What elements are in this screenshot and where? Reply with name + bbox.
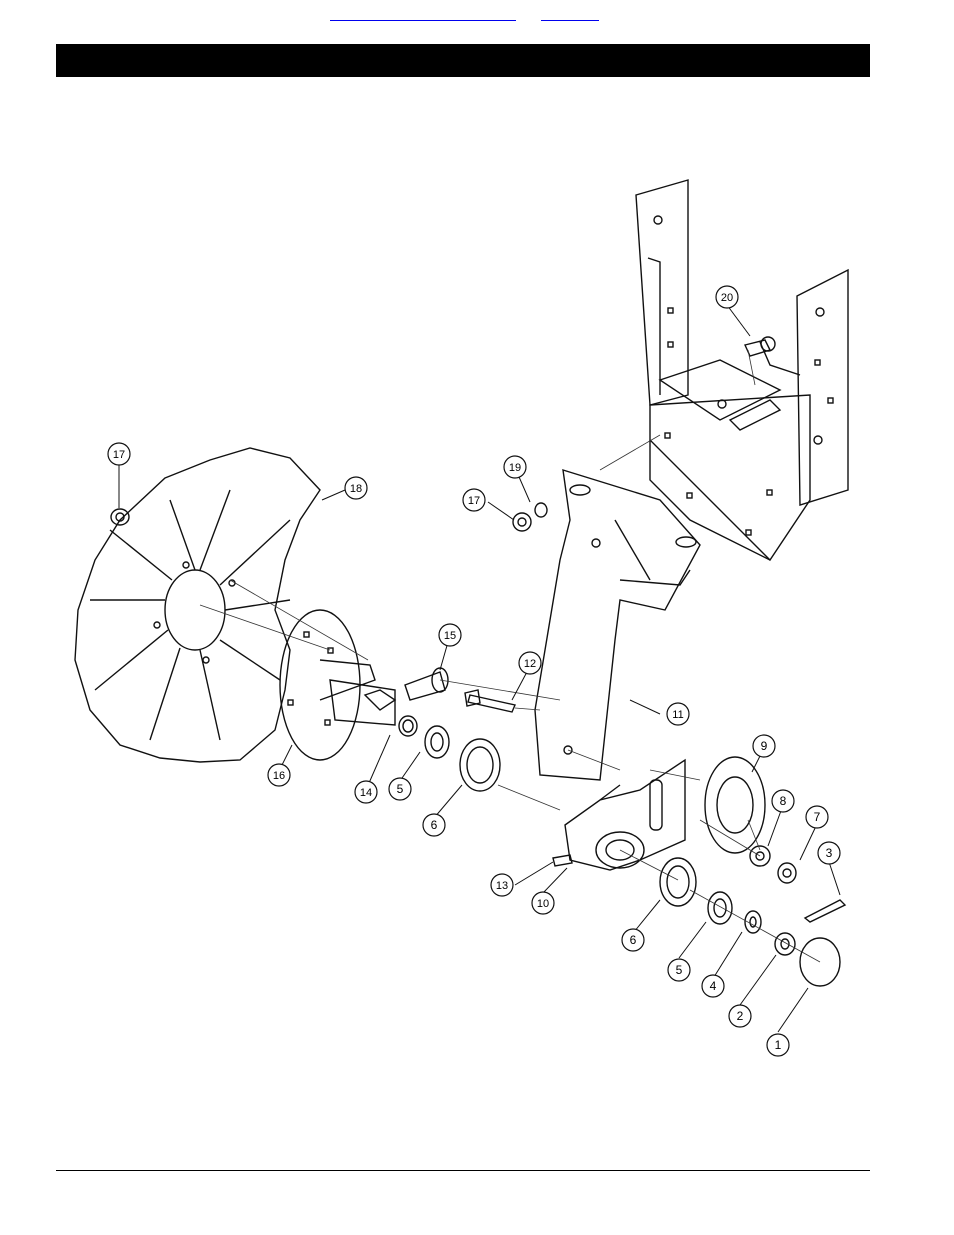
bearing-cone-upper xyxy=(425,726,449,758)
callout-2: 2 xyxy=(729,1005,751,1027)
nut-17-left xyxy=(111,509,129,525)
bolt-20 xyxy=(745,337,800,375)
bearing-cup-upper xyxy=(460,739,500,791)
callout-label: 12 xyxy=(524,658,536,670)
callout-6-upper: 6 xyxy=(423,814,445,836)
callout-15: 15 xyxy=(439,624,461,646)
callout-14: 14 xyxy=(355,781,377,803)
callout-17-left: 17 xyxy=(108,443,130,465)
callout-6-lower: 6 xyxy=(622,929,644,951)
callout-9: 9 xyxy=(753,735,775,757)
nut-7 xyxy=(778,863,796,883)
callout-13: 13 xyxy=(491,874,513,896)
callout-label: 20 xyxy=(721,292,733,304)
callout-label: 15 xyxy=(444,630,456,642)
callout-label: 6 xyxy=(431,818,438,832)
callout-8: 8 xyxy=(772,790,794,812)
callout-label: 9 xyxy=(761,739,768,753)
callouts: 1 2 3 4 5 5 6 6 7 8 9 10 11 12 13 14 15 … xyxy=(108,286,840,1056)
callout-label: 3 xyxy=(826,846,833,860)
callout-label: 17 xyxy=(468,495,480,507)
callout-label: 18 xyxy=(350,483,362,495)
seal-14 xyxy=(399,716,417,736)
arm-shank xyxy=(535,470,700,780)
bolt-12 xyxy=(465,690,515,712)
callout-5-upper: 5 xyxy=(389,778,411,800)
bearing-cup-lower xyxy=(660,858,696,906)
top-links xyxy=(0,8,954,26)
callout-3: 3 xyxy=(818,842,840,864)
callout-12: 12 xyxy=(519,652,541,674)
hub-housing xyxy=(565,760,685,870)
section-header-bar xyxy=(56,44,870,77)
callout-label: 7 xyxy=(814,810,821,824)
callout-label: 11 xyxy=(672,709,683,721)
callout-label: 19 xyxy=(509,462,521,474)
nut-17-right xyxy=(513,513,531,531)
carriage-bolt-15 xyxy=(405,668,448,700)
callout-18: 18 xyxy=(345,477,367,499)
cotter-pin xyxy=(805,900,845,922)
callout-4: 4 xyxy=(702,975,724,997)
dust-shield xyxy=(705,757,765,853)
callout-16: 16 xyxy=(268,764,290,786)
header-link-left-underline[interactable] xyxy=(330,20,516,21)
footer-rule xyxy=(56,1170,870,1171)
callout-10: 10 xyxy=(532,892,554,914)
callout-11: 11 xyxy=(667,703,689,725)
callout-label: 13 xyxy=(496,880,508,892)
castle-nut xyxy=(775,933,795,955)
callout-5-lower: 5 xyxy=(668,959,690,981)
callout-20: 20 xyxy=(716,286,738,308)
callout-19: 19 xyxy=(504,456,526,478)
bearing-cone-lower xyxy=(708,892,732,924)
callout-label: 1 xyxy=(775,1038,782,1052)
callout-label: 8 xyxy=(780,794,787,808)
callout-label: 4 xyxy=(710,979,717,993)
callout-label: 5 xyxy=(676,963,683,977)
mounting-bracket xyxy=(636,180,848,560)
callout-label: 5 xyxy=(397,782,404,796)
callout-label: 2 xyxy=(737,1009,744,1023)
callout-label: 17 xyxy=(113,449,125,461)
callout-label: 6 xyxy=(630,933,637,947)
callout-label: 14 xyxy=(360,787,372,799)
header-link-right-underline[interactable] xyxy=(541,20,599,21)
hub-flange xyxy=(280,610,395,760)
washer-19 xyxy=(535,503,547,517)
callout-17-right: 17 xyxy=(463,489,485,511)
callout-label: 10 xyxy=(537,898,549,910)
exploded-parts-diagram: 1 2 3 4 5 5 6 6 7 8 9 10 11 12 13 14 15 … xyxy=(60,170,860,1070)
callout-7: 7 xyxy=(806,806,828,828)
callout-label: 16 xyxy=(273,770,285,782)
callout-1: 1 xyxy=(767,1034,789,1056)
